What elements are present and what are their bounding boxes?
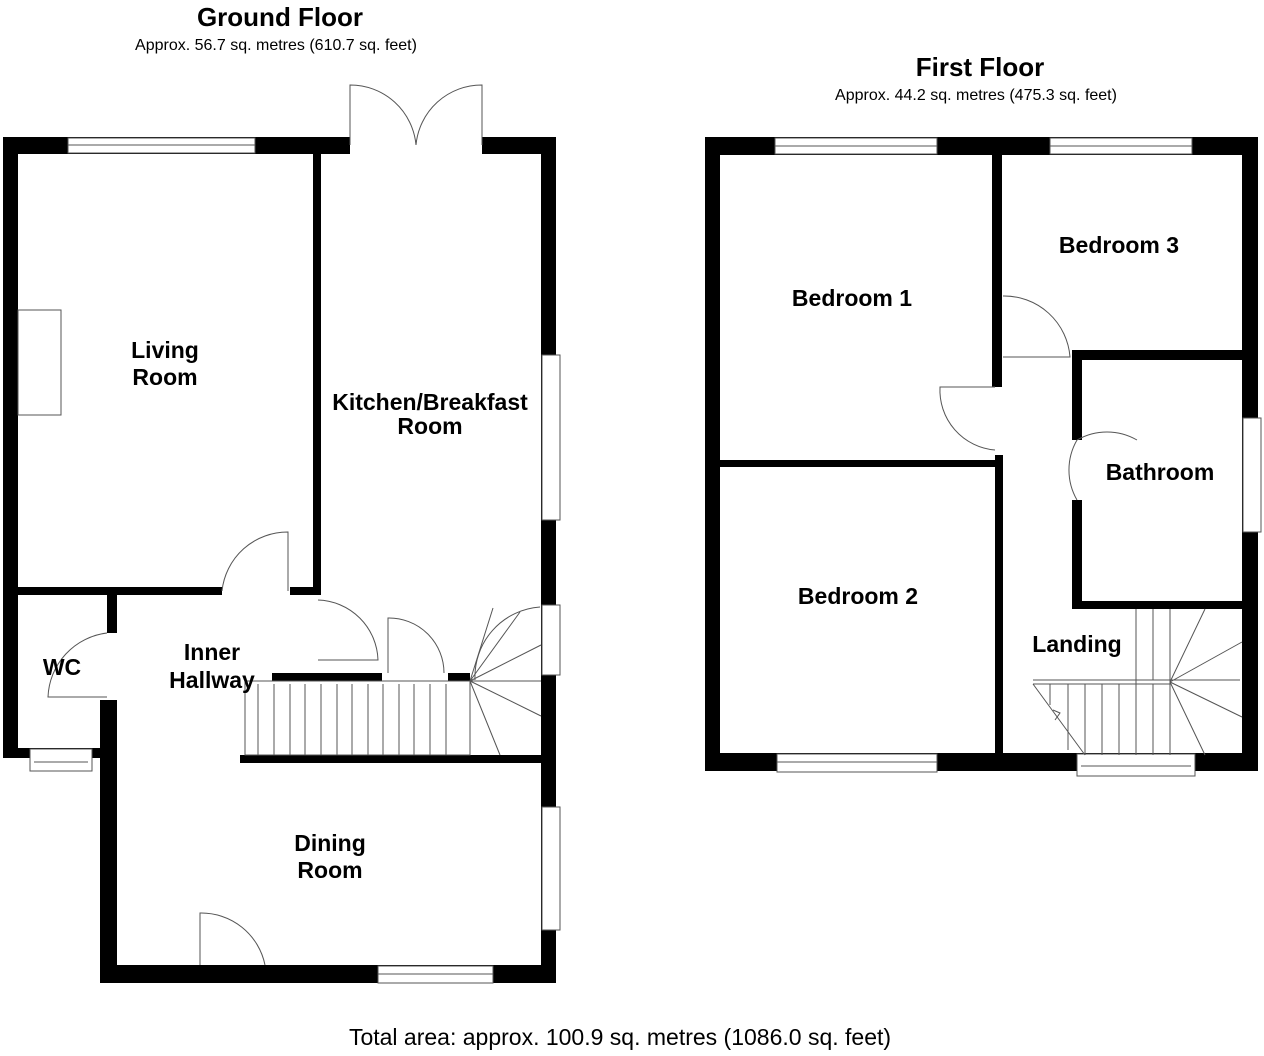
ground-floor-walls	[3, 137, 556, 983]
ground-floor-area: Approx. 56.7 sq. metres (610.7 sq. feet)	[135, 37, 417, 54]
first-floor-windows-doors	[774, 137, 1262, 777]
room-label-wc: WC	[43, 654, 81, 680]
room-label-hallway: Inner	[184, 639, 240, 665]
room-label-living: Room	[132, 364, 197, 390]
ground-floor-title: Ground Floor	[197, 2, 363, 32]
total-area: Total area: approx. 100.9 sq. metres (10…	[349, 1024, 891, 1050]
ground-stair-treads	[257, 607, 542, 756]
room-label-bedroom-1: Bedroom 1	[792, 285, 912, 311]
room-label-bedroom-2: Bedroom 2	[798, 583, 918, 609]
ground-floor-windows-doors	[29, 84, 561, 984]
first-stair-treads	[1032, 608, 1243, 756]
room-label-landing: Landing	[1032, 631, 1121, 657]
room-label-dining: Room	[297, 857, 362, 883]
room-label-hallway: Hallway	[169, 667, 255, 693]
room-label-dining: Dining	[294, 830, 366, 856]
room-label-kitchen: Room	[397, 413, 462, 439]
room-label-bedroom-3: Bedroom 3	[1059, 232, 1179, 258]
room-label-bathroom: Bathroom	[1106, 459, 1215, 485]
first-floor-area: Approx. 44.2 sq. metres (475.3 sq. feet)	[835, 87, 1117, 104]
room-label-kitchen: Kitchen/Breakfast	[332, 389, 528, 415]
first-floor-title: First Floor	[916, 52, 1045, 82]
room-label-living: Living	[131, 337, 199, 363]
fireplace	[17, 309, 62, 416]
